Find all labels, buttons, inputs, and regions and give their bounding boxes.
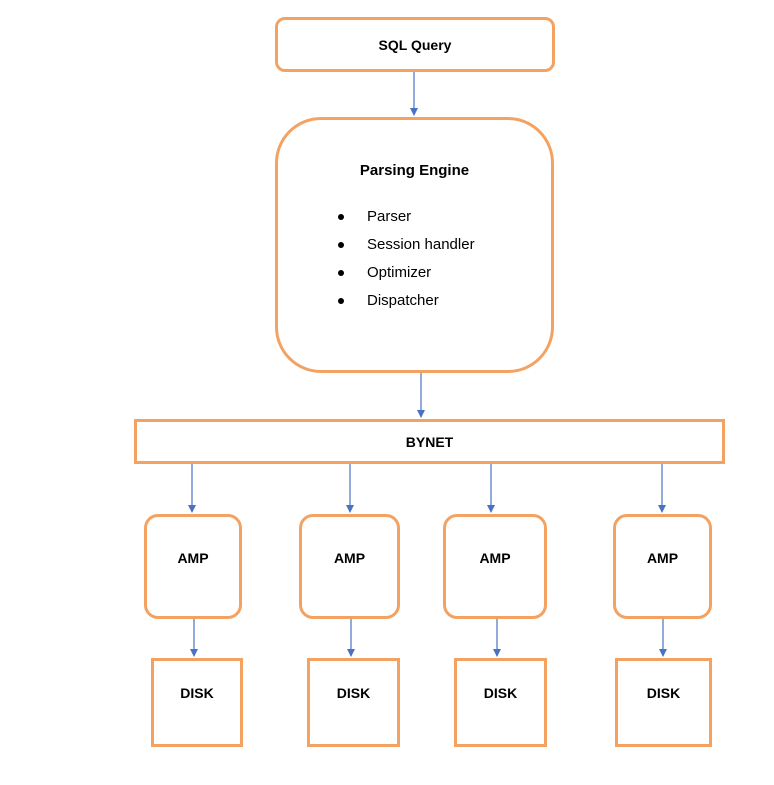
component-item: Dispatcher [335, 291, 475, 319]
amp-box-1: AMP [144, 514, 242, 619]
bynet-bar: BYNET [134, 419, 725, 464]
amp-label: AMP [177, 550, 209, 566]
disk-box-4: DISK [615, 658, 712, 747]
disk-label: DISK [646, 685, 681, 701]
disk-box-2: DISK [307, 658, 400, 747]
sql-query-box: SQL Query [275, 17, 555, 72]
bullet-icon [338, 242, 344, 248]
component-label: Dispatcher [367, 292, 439, 309]
parsing-engine-title: Parsing Engine [359, 162, 470, 179]
amp-label: AMP [333, 550, 366, 566]
component-label: Session handler [367, 236, 475, 253]
disk-label: DISK [483, 685, 518, 701]
amp-label: AMP [646, 550, 679, 566]
bullet-icon [338, 270, 344, 276]
amp-box-2: AMP [299, 514, 400, 619]
amp-box-4: AMP [613, 514, 712, 619]
component-item: Parser [335, 207, 475, 235]
component-label: Parser [367, 208, 412, 225]
amp-label: AMP [479, 550, 511, 566]
bullet-icon [338, 298, 344, 304]
disk-box-3: DISK [454, 658, 547, 747]
parsing-engine-component-list: Parser Session handler Optimizer Dispatc… [335, 207, 475, 319]
disk-label: DISK [336, 685, 371, 701]
bullet-icon [338, 214, 344, 220]
amp-box-3: AMP [443, 514, 547, 619]
component-item: Session handler [335, 235, 475, 263]
component-label: Optimizer [367, 264, 432, 281]
bynet-label: BYNET [405, 433, 454, 450]
disk-box-1: DISK [151, 658, 243, 747]
sql-query-label: SQL Query [378, 36, 452, 53]
parsing-engine-box: Parsing Engine Parser Session handler Op… [275, 117, 554, 373]
disk-label: DISK [180, 685, 214, 701]
component-item: Optimizer [335, 263, 475, 291]
